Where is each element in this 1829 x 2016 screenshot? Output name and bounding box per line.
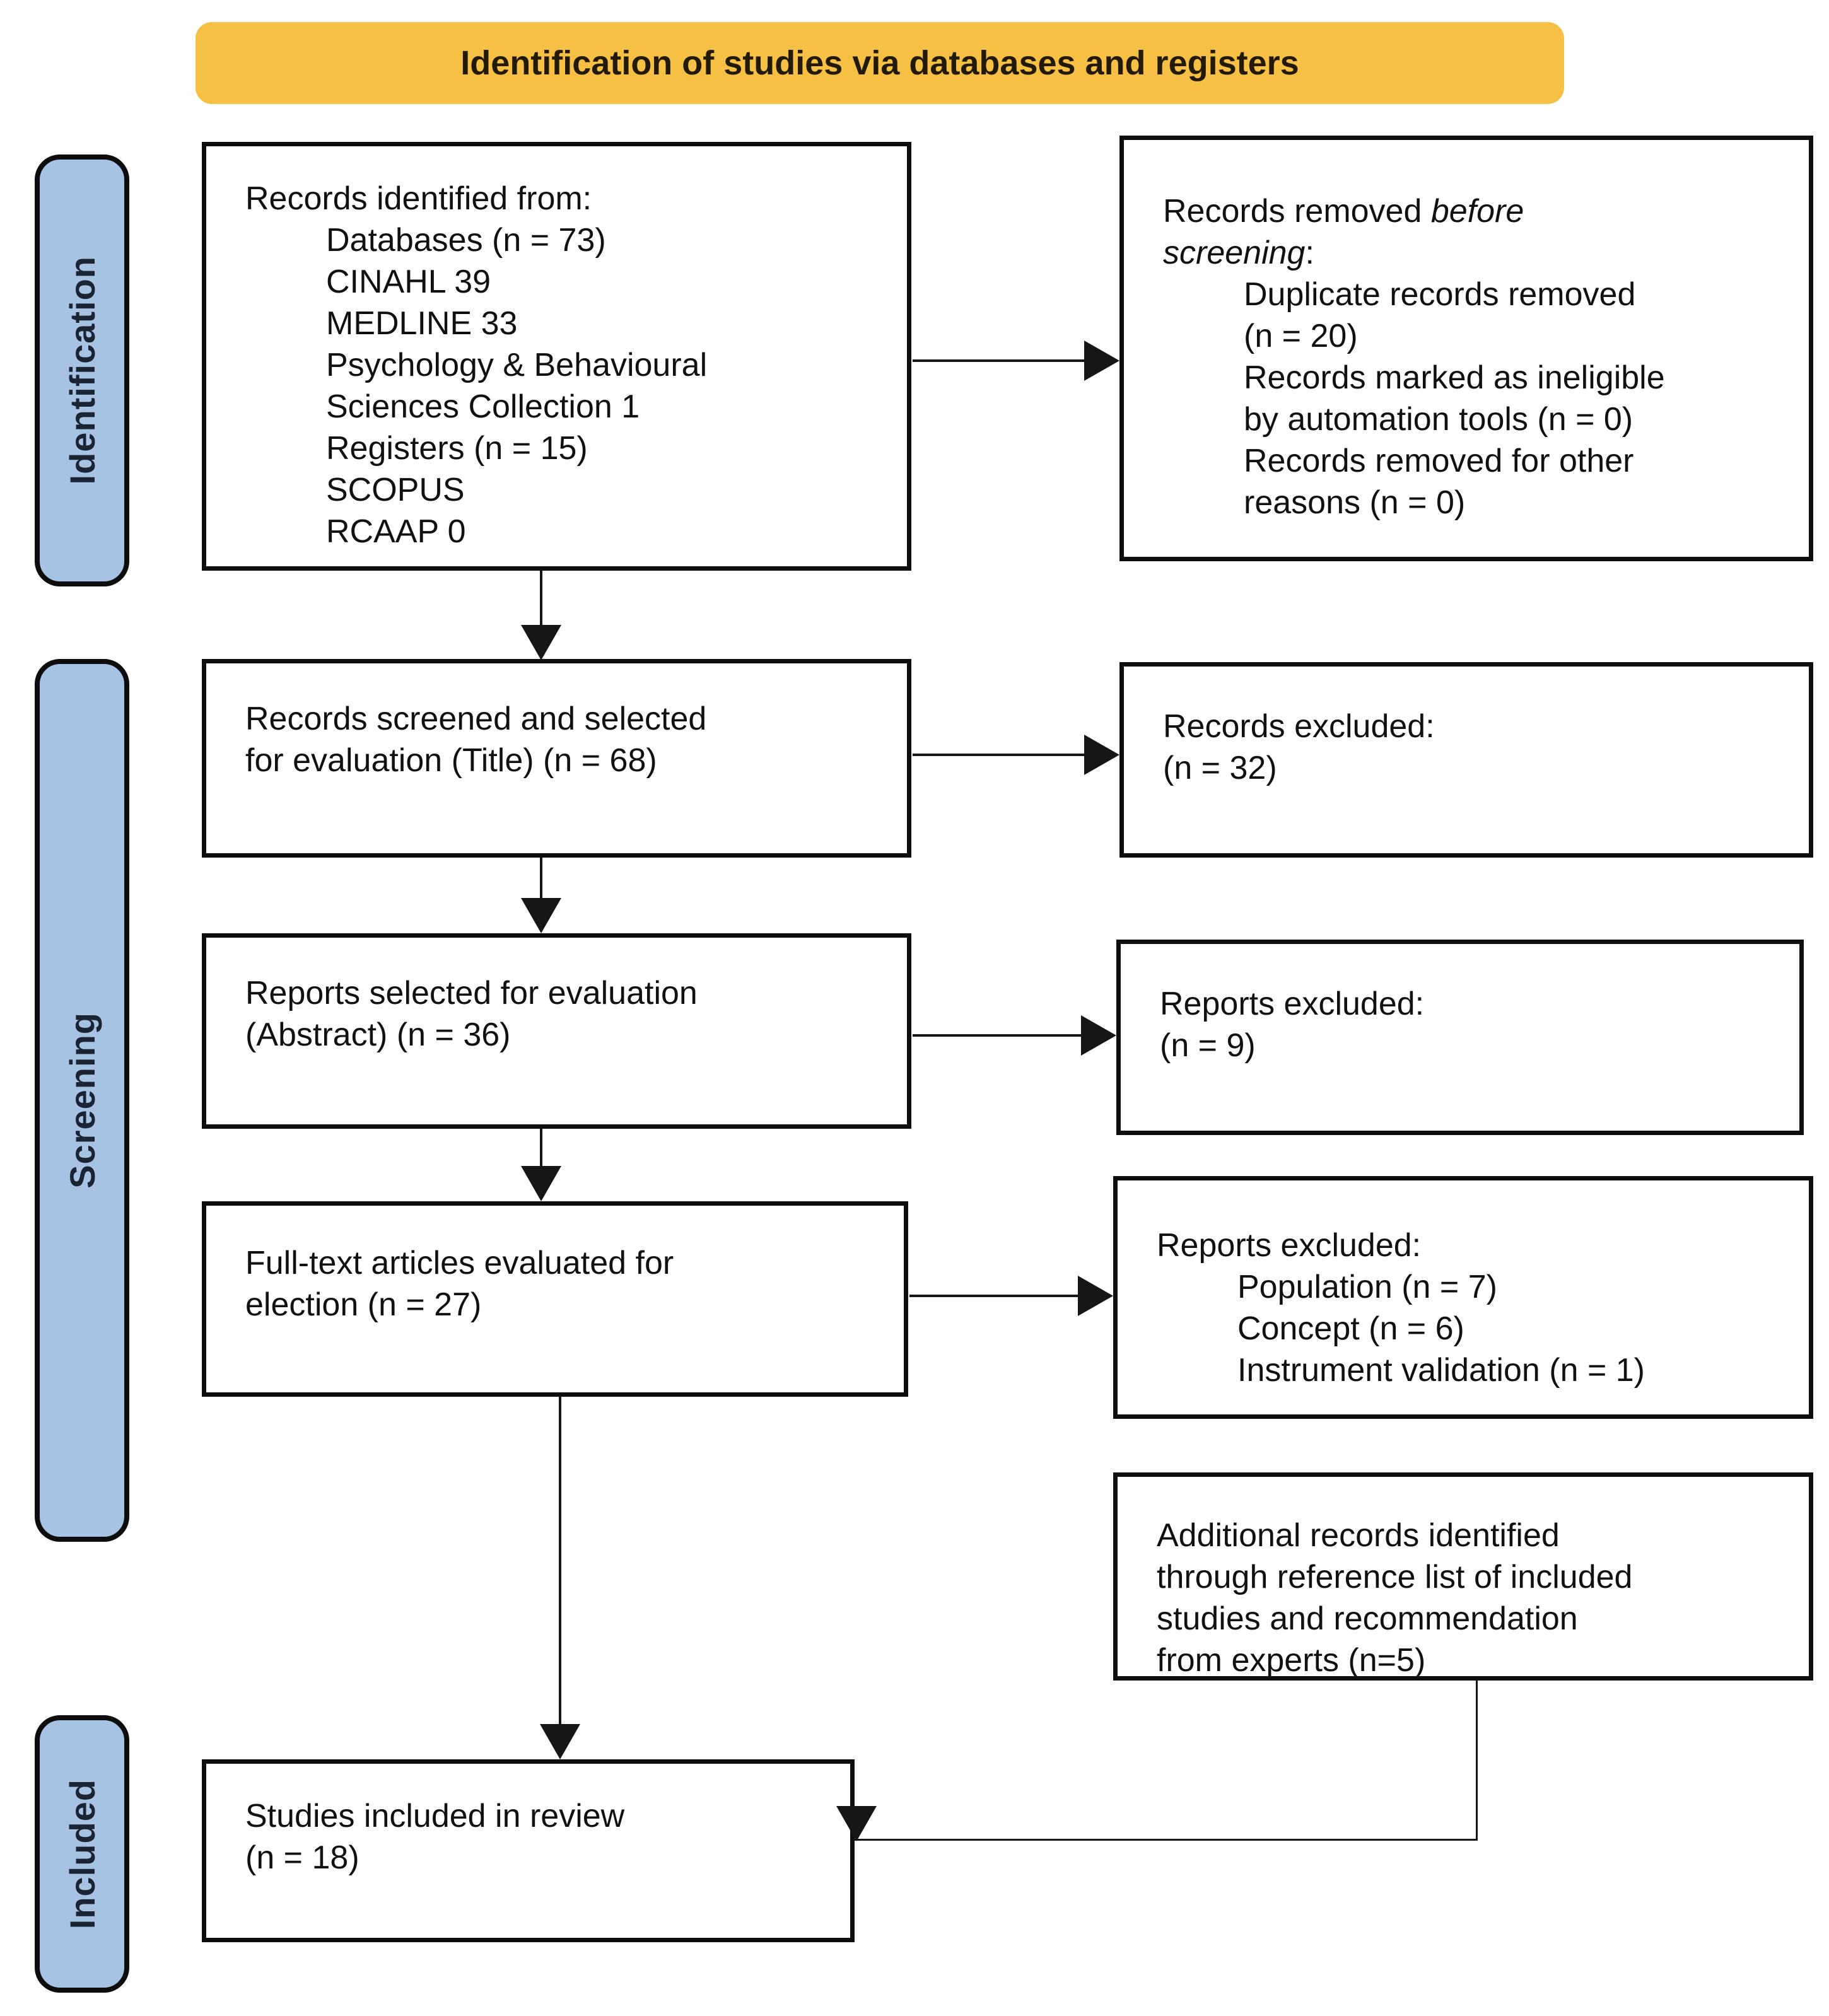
line: election (n = 27) — [245, 1286, 482, 1323]
line: Reports excluded: — [1160, 986, 1425, 1022]
line: Instrument validation (n = 1) — [1237, 1352, 1645, 1389]
title-italic: before screening — [1163, 193, 1524, 271]
arrowhead-down-icon — [521, 1166, 561, 1201]
box-records-identified: Records identified from: Databases (n = … — [202, 142, 911, 571]
line: RCAAP 0 — [326, 513, 466, 550]
stage-label-screening: Screening — [62, 1012, 102, 1189]
arrowhead-right-icon — [1081, 1015, 1116, 1056]
box-fulltext-evaluated: Full-text articles evaluated for electio… — [202, 1201, 908, 1397]
line: studies and recommendation — [1157, 1600, 1578, 1637]
line: CINAHL 39 — [326, 264, 491, 300]
arrow-reports-to-fulltext-stem — [540, 1129, 542, 1168]
phase-banner-title: Identification of studies via databases … — [460, 44, 1299, 82]
box-title: Records removed before screening: — [1163, 190, 1617, 274]
stage-bar-identification: Identification — [35, 154, 129, 586]
box-records-removed: Records removed before screening: Duplic… — [1119, 136, 1813, 561]
line: Records marked as ineligible — [1244, 359, 1665, 396]
line: Additional records identified — [1157, 1517, 1560, 1554]
arrowhead-down-icon — [521, 625, 561, 660]
title-suffix: : — [1305, 235, 1314, 271]
connector-additional-vertical-segment — [1476, 1681, 1478, 1841]
line: Records removed for other — [1244, 443, 1634, 479]
line: Registers (n = 15) — [326, 430, 588, 467]
arrow-reports-to-excluded-stem — [913, 1034, 1083, 1037]
line: (n = 18) — [245, 1839, 359, 1876]
stage-bar-included: Included — [35, 1715, 129, 1993]
arrowhead-right-icon — [1084, 341, 1119, 381]
line: through reference list of included — [1157, 1559, 1633, 1595]
arrow-identified-to-screened-stem — [540, 571, 542, 627]
title-prefix: Records removed — [1163, 193, 1431, 230]
arrow-identified-to-removed-stem — [913, 359, 1088, 362]
arrowhead-down-icon — [836, 1806, 877, 1841]
arrowhead-right-icon — [1084, 735, 1119, 775]
box-studies-included: Studies included in review (n = 18) — [202, 1759, 855, 1942]
line: Duplicate records removed — [1244, 276, 1636, 313]
line: for evaluation (Title) (n = 68) — [245, 742, 657, 779]
arrowhead-right-icon — [1078, 1276, 1113, 1316]
box-reports-selected: Reports selected for evaluation (Abstrac… — [202, 933, 911, 1129]
box-records-screened: Records screened and selected for evalua… — [202, 659, 911, 858]
connector-additional-horizontal-segment — [855, 1839, 1478, 1841]
line: Records excluded: — [1163, 708, 1435, 745]
phase-banner: Identification of studies via databases … — [196, 22, 1564, 104]
stage-label-included: Included — [62, 1778, 102, 1930]
box-title: Reports excluded: — [1157, 1227, 1422, 1264]
line: from experts (n=5) — [1157, 1642, 1426, 1679]
box-records-excluded: Records excluded: (n = 32) — [1119, 662, 1813, 858]
stage-label-identification: Identification — [62, 256, 102, 485]
stage-bar-screening: Screening — [35, 659, 129, 1542]
line: Studies included in review — [245, 1798, 625, 1834]
line: MEDLINE 33 — [326, 305, 518, 342]
box-reports-excluded-abstract: Reports excluded: (n = 9) — [1116, 940, 1804, 1135]
line: (n = 9) — [1160, 1027, 1256, 1064]
line: (Abstract) (n = 36) — [245, 1017, 511, 1053]
line: SCOPUS — [326, 472, 465, 508]
line: Full-text articles evaluated for — [245, 1245, 674, 1281]
line: (n = 20) — [1244, 318, 1358, 354]
arrow-screened-to-reports-stem — [540, 858, 542, 900]
box-reports-excluded-fulltext: Reports excluded: Population (n = 7) Con… — [1113, 1176, 1813, 1419]
line: (n = 32) — [1163, 750, 1277, 786]
arrowhead-down-icon — [540, 1724, 580, 1759]
box-title: Records identified from: — [245, 180, 592, 217]
arrow-screened-to-excluded-stem — [913, 754, 1088, 756]
arrowhead-down-icon — [521, 898, 561, 933]
line: Reports selected for evaluation — [245, 975, 698, 1011]
line: Concept (n = 6) — [1237, 1310, 1464, 1347]
arrow-fulltext-to-excluded-stem — [909, 1295, 1080, 1297]
line: reasons (n = 0) — [1244, 484, 1466, 521]
line: Population (n = 7) — [1237, 1269, 1497, 1305]
line: Databases (n = 73) — [326, 222, 606, 259]
box-additional-records: Additional records identified through re… — [1113, 1472, 1813, 1681]
arrow-fulltext-to-included-stem — [559, 1397, 561, 1726]
line: Psychology & Behavioural — [326, 347, 708, 383]
line: Records screened and selected — [245, 701, 707, 737]
line: by automation tools (n = 0) — [1244, 401, 1633, 438]
line: Sciences Collection 1 — [326, 388, 640, 425]
